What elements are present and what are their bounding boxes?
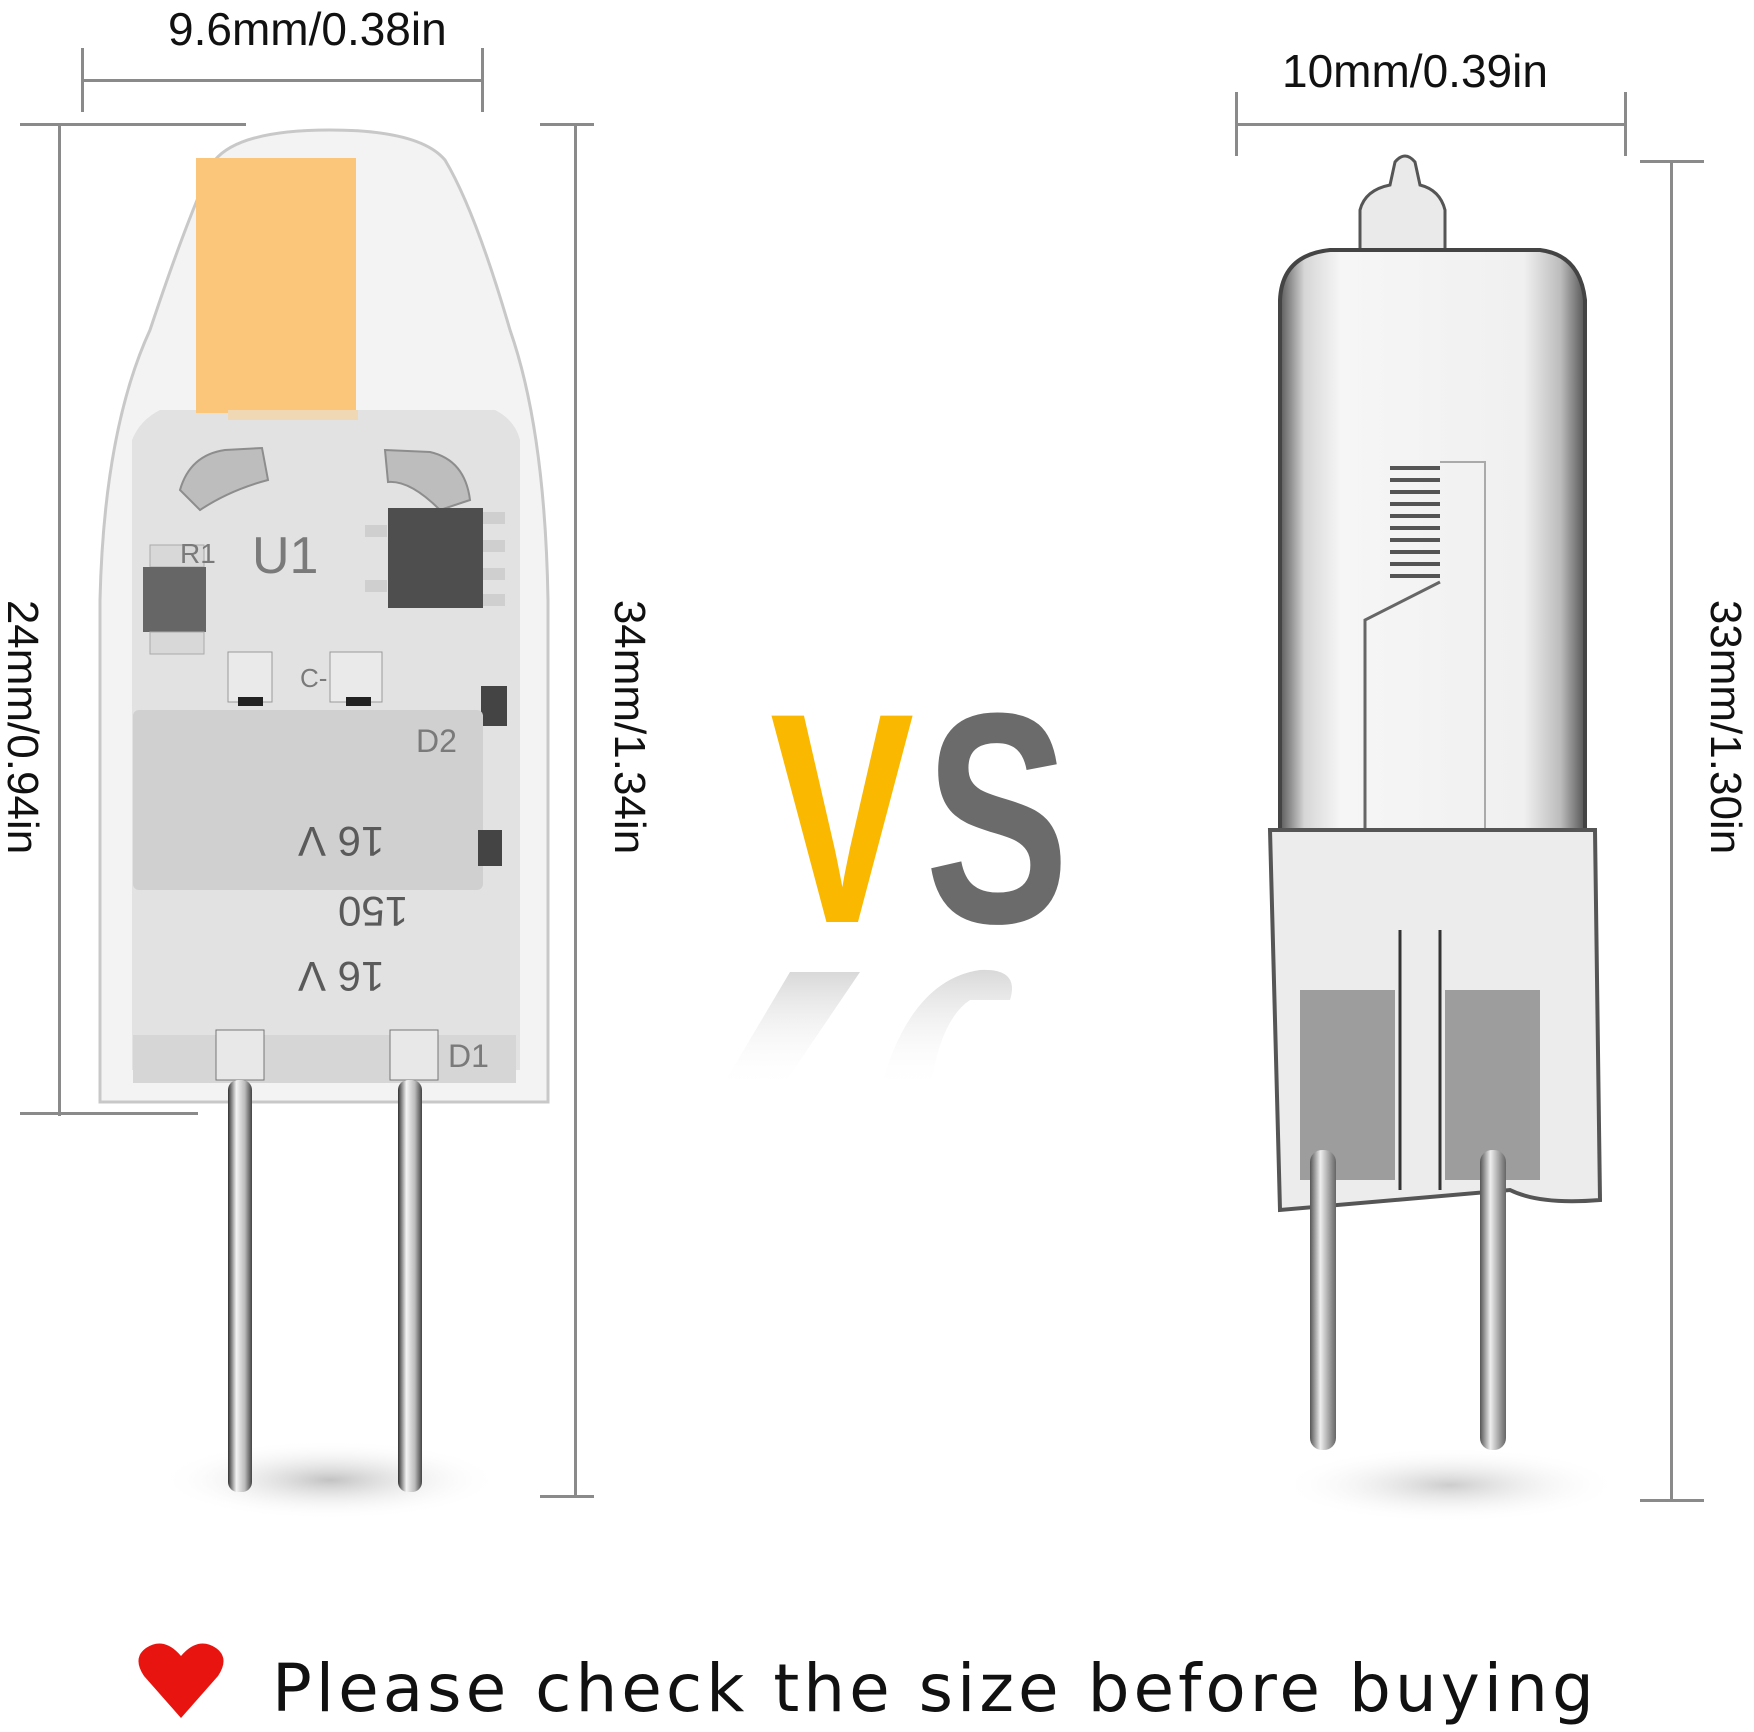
led-total-height-line <box>574 123 577 1498</box>
capacitor-label-voltage-top: 16 V <box>298 818 385 865</box>
halogen-pin-right <box>1480 1150 1506 1450</box>
halogen-width-label: 10mm/0.39in <box>1282 45 1548 97</box>
pcb-label-d2: D2 <box>416 723 457 759</box>
led-pin-right <box>398 1080 422 1492</box>
led-bulb-illustration <box>98 128 550 1520</box>
pcb-label-u1: U1 <box>252 527 319 585</box>
led-chip <box>196 158 356 413</box>
capacitor-label-value: 150 <box>338 888 409 935</box>
led-body-height-line <box>58 123 61 1116</box>
versus-letter-v: V <box>770 650 915 986</box>
size-check-notice: Please check the size before buying <box>272 1650 1598 1727</box>
led-width-dimension-line <box>84 79 484 82</box>
halogen-height-line <box>1670 160 1673 1500</box>
halogen-bulb-illustration <box>1267 154 1620 1523</box>
halogen-pin-left <box>1310 1150 1336 1450</box>
versus-reflection <box>720 969 1012 1090</box>
led-width-tick-left <box>81 48 84 112</box>
led-pin-left <box>228 1080 252 1492</box>
led-total-top-tick <box>540 123 594 126</box>
capacitor-label-voltage-bottom: 16 V <box>298 953 385 1000</box>
led-body-bottom-tick <box>20 1112 198 1115</box>
led-body-top-tick <box>20 123 246 126</box>
led-width-tick-right <box>481 48 484 112</box>
led-width-label: 9.6mm/0.38in <box>168 3 447 55</box>
halogen-width-tick-right <box>1624 92 1627 156</box>
led-total-bottom-tick <box>540 1495 594 1498</box>
halogen-width-dimension-line <box>1237 123 1626 126</box>
halogen-width-tick-left <box>1235 92 1238 156</box>
versus-letter-s: S <box>925 650 1070 986</box>
halogen-height-label: 33mm/1.30in <box>1701 599 1750 855</box>
pcb-label-r1: R1 <box>180 538 216 569</box>
heart-icon <box>138 1643 224 1718</box>
halogen-bottom-tick <box>1640 1499 1704 1502</box>
pcb-label-d1: D1 <box>448 1038 489 1074</box>
pcb-label-c: C- <box>300 663 328 693</box>
